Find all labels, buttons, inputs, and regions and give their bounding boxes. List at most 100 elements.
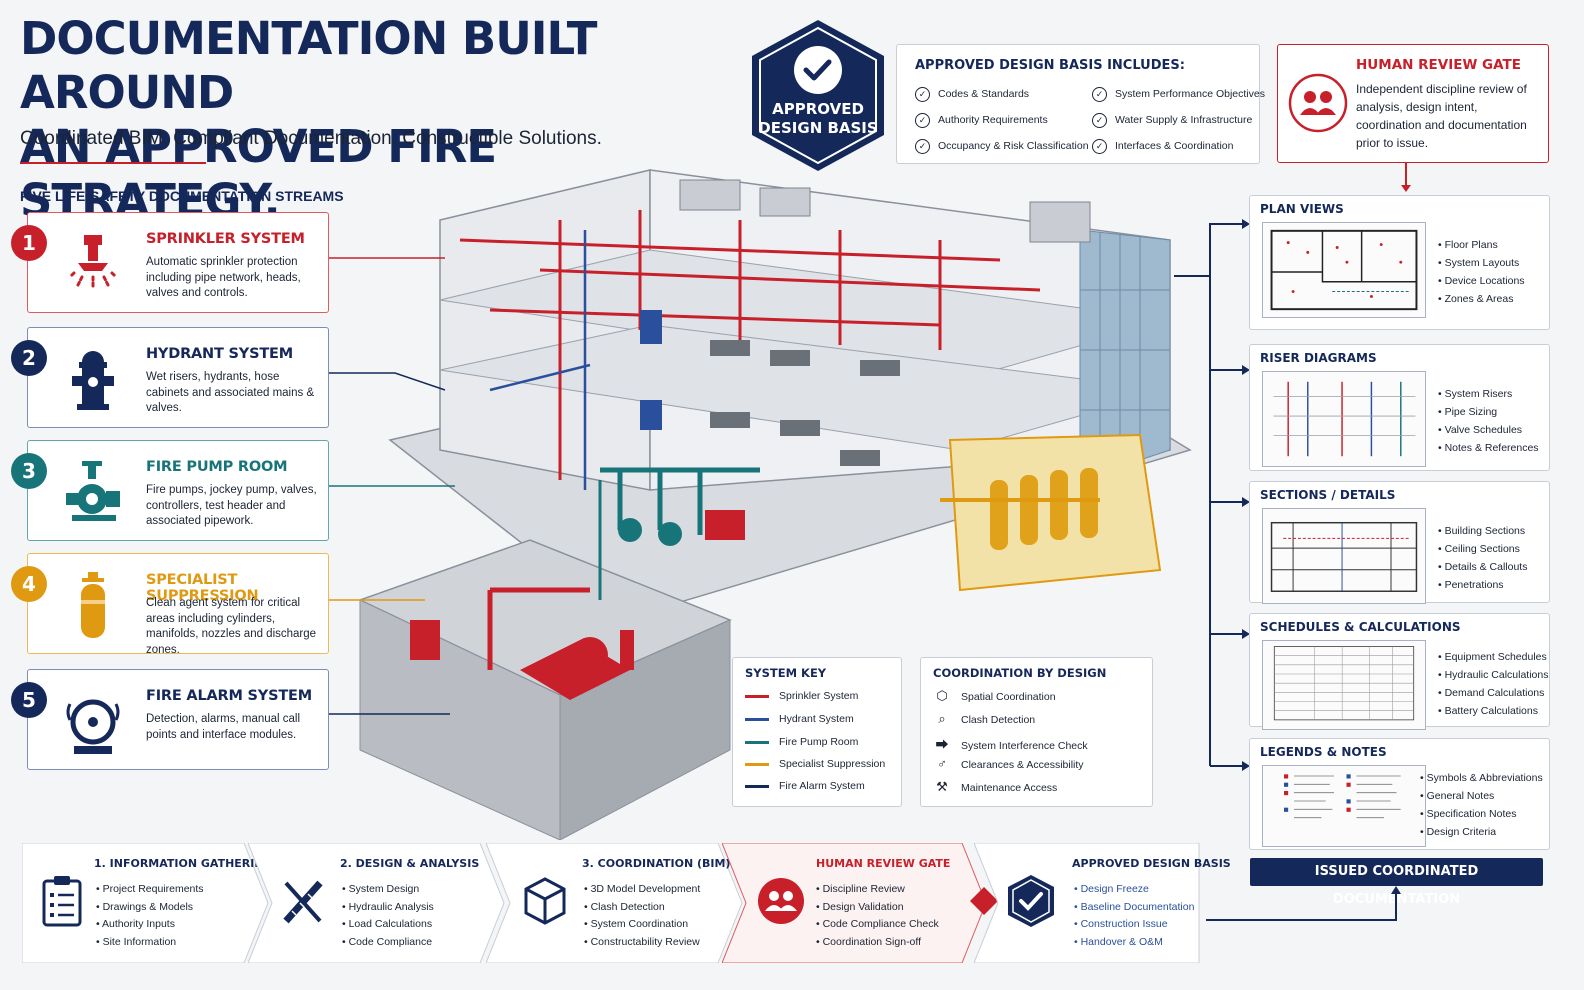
stream-card-sprinkler[interactable]: 1 SPRINKLER SYSTEM Automatic sprinkler p… [11,212,329,313]
navy-line-swatch [745,784,769,788]
approved-design-basis-badge [752,20,884,171]
doc-panel-sections-details[interactable]: SECTIONS / DETAILS Building Sections Cei… [1249,481,1550,604]
person-icon: ♂ [937,756,947,771]
doc-item: Equipment Schedules [1438,648,1548,666]
coordination-row: ⌕Clash Detection [933,711,1035,727]
process-step-design-analysis[interactable]: 2. DESIGN & ANALYSIS System Design Hydra… [248,843,506,963]
system-key-box: SYSTEM KEY Sprinkler System Hydrant Syst… [732,657,902,807]
teal-line-swatch [745,740,769,744]
process-step-list: Project Requirements Drawings & Models A… [96,881,204,951]
schedule-table-thumbnail [1262,640,1426,730]
coordination-box: COORDINATION BY DESIGN ⬡Spatial Coordina… [920,657,1153,807]
process-item: Baseline Documentation [1074,899,1195,917]
process-item: Site Information [96,934,204,952]
coordination-label: Clearances & Accessibility [961,759,1084,771]
process-step-information-gathering[interactable]: 1. INFORMATION GATHERING Project Require… [22,843,273,963]
stream-number: 1 [11,225,47,261]
doc-item: General Notes [1420,787,1543,805]
process-item: Coordination Sign-off [816,934,939,952]
process-item: System Design [342,881,434,899]
system-key-label: Fire Pump Room [779,736,859,748]
doc-panel-title: SCHEDULES & CALCULATIONS [1260,620,1461,634]
process-item: Design Validation [816,899,939,917]
doc-item: Floor Plans [1438,236,1525,254]
coordination-row: ⮕System Interference Check [933,734,1087,753]
stream-title: SPRINKLER SYSTEM [146,231,305,247]
doc-item: Specification Notes [1420,805,1543,823]
doc-panel-list: System Risers Pipe Sizing Valve Schedule… [1438,385,1539,457]
magnifier-icon: ⌕ [938,711,946,726]
badge-line-1: APPROVED [772,100,864,118]
doc-item: Building Sections [1438,522,1527,540]
coordination-row: ⬡Spatial Coordination [933,688,1056,704]
reviewers-icon [1288,73,1348,133]
title-line-1: DOCUMENTATION BUILT AROUND [20,12,597,119]
doc-panel-title: LEGENDS & NOTES [1260,745,1387,759]
process-item: 3D Model Development [584,881,701,899]
basis-check-item: Authority Requirements [915,113,1048,128]
stream-title: FIRE PUMP ROOM [146,459,288,475]
approved-basis-box: APPROVED DESIGN BASIS INCLUDES: Codes & … [896,44,1265,164]
blue-line-swatch [745,717,769,721]
system-key-row: Fire Alarm System [745,780,865,792]
page-title: DOCUMENTATION BUILT AROUND AN APPROVED F… [20,12,720,228]
doc-panel-legends-notes[interactable]: LEGENDS & NOTES Symbols & Abbreviations … [1249,738,1550,850]
doc-item: Ceiling Sections [1438,540,1527,558]
stream-number: 3 [11,453,47,489]
system-key-label: Hydrant System [779,713,854,725]
stream-card-hydrant[interactable]: 2 HYDRANT SYSTEM Wet risers, hydrants, h… [11,327,329,428]
stream-connectors [329,257,455,715]
doc-panel-list: Equipment Schedules Hydraulic Calculatio… [1438,648,1549,720]
process-item: Clash Detection [584,899,700,917]
process-item: System Coordination [584,916,700,934]
stream-title: SPECIALIST SUPPRESSION [146,572,259,604]
process-item: Discipline Review [816,881,939,899]
doc-item: System Layouts [1438,254,1525,272]
process-item: Drawings & Models [96,899,204,917]
doc-item: Hydraulic Calculations [1438,666,1549,684]
stream-card-fire-pump[interactable]: 3 FIRE PUMP ROOM Fire pumps, jockey pump… [11,440,329,541]
stream-description: Clean agent system for critical areas in… [146,597,317,656]
doc-item: Design Criteria [1420,823,1543,841]
doc-panel-riser-diagrams[interactable]: RISER DIAGRAMS System Risers Pipe Sizing… [1249,344,1550,471]
process-item: Handover & O&M [1074,934,1194,952]
basis-check-item: Occupancy & Risk Classification [915,139,1089,154]
stream-card-specialist-suppression[interactable]: 4 SPECIALIST SUPPRESSION Clean agent sys… [11,553,329,656]
process-step-coordination-bim[interactable]: 3. COORDINATION (BIM) 3D Model Developme… [486,843,744,963]
hydrant-icon [72,351,114,410]
legend-thumbnail [1262,765,1426,847]
doc-item: System Risers [1438,385,1539,403]
issued-documentation-banner: ISSUED COORDINATED DOCUMENTATION [1250,858,1543,907]
basis-check-item: Interfaces & Coordination [1092,139,1233,154]
system-key-row: Sprinkler System [745,690,858,702]
stream-title: HYDRANT SYSTEM [146,346,293,362]
process-step-title: 2. DESIGN & ANALYSIS [340,857,480,870]
stream-card-fire-alarm[interactable]: 5 FIRE ALARM SYSTEM Detection, alarms, m… [11,669,329,770]
process-step-approved-design-basis[interactable]: APPROVED DESIGN BASIS Design Freeze Base… [974,843,1231,963]
reviewers-icon [758,878,804,924]
doc-item: Symbols & Abbreviations [1420,769,1543,787]
shield-check-icon [1008,875,1054,927]
system-key-row: Specialist Suppression [745,758,885,770]
yellow-line-swatch [745,762,769,766]
gas-cylinder-icon [81,572,105,638]
process-item: Project Requirements [96,881,204,899]
riser-diagram-thumbnail [1262,371,1426,467]
doc-panel-plan-views[interactable]: PLAN VIEWS Floor Plans System Layouts De… [1249,195,1550,330]
basis-check-item: Water Supply & Infrastructure [1092,113,1252,128]
diamond-marker-icon [970,887,998,915]
process-item: Design Freeze [1074,881,1194,899]
badge-line-2: DESIGN BASIS [758,119,878,137]
basis-check-item: System Performance Objectives [1092,87,1265,102]
doc-panel-schedules-calculations[interactable]: SCHEDULES & CALCULATIONS Equipment Sched… [1249,613,1550,730]
doc-item: Penetrations [1438,576,1527,594]
sprinkler-head-icon [68,235,118,289]
process-step-title: APPROVED DESIGN BASIS [1072,857,1231,870]
coordination-label: Spatial Coordination [961,691,1056,703]
coordination-title: COORDINATION BY DESIGN [933,666,1107,680]
plan-view-thumbnail [1262,222,1426,318]
process-step-human-review-gate[interactable]: HUMAN REVIEW GATE Discipline Review Desi… [722,843,990,963]
doc-panel-list: Symbols & Abbreviations General Notes Sp… [1420,769,1543,841]
process-item: Hydraulic Analysis [342,899,434,917]
arrow-down-icon [1401,163,1411,192]
